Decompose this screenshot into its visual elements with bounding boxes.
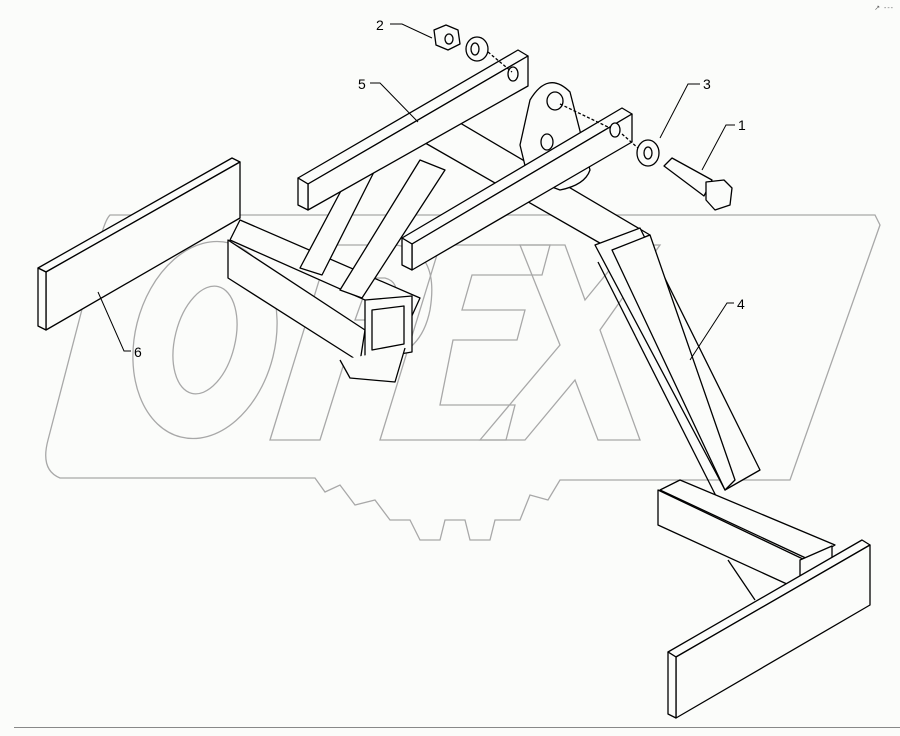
callout-4: 4 (737, 296, 745, 312)
part-2-nut-and-washer (433, 24, 489, 62)
part-3-washer (636, 139, 660, 167)
part-1-bolt (663, 157, 733, 211)
callout-5: 5 (358, 76, 366, 92)
bottom-foot-tube (657, 479, 836, 601)
opex-watermark (45, 214, 881, 541)
callout-6: 6 (134, 344, 142, 360)
corner-mark: ↗ --- (874, 5, 894, 12)
callout-1: 1 (738, 117, 746, 133)
callout-2: 2 (376, 17, 384, 33)
part-6-flat-plate (37, 157, 241, 331)
bottom-flat-plate (667, 539, 871, 719)
alignment-lines (487, 51, 639, 149)
callout-leaders (97, 23, 735, 361)
callout-3: 3 (703, 76, 711, 92)
bottom-rule (14, 727, 900, 728)
